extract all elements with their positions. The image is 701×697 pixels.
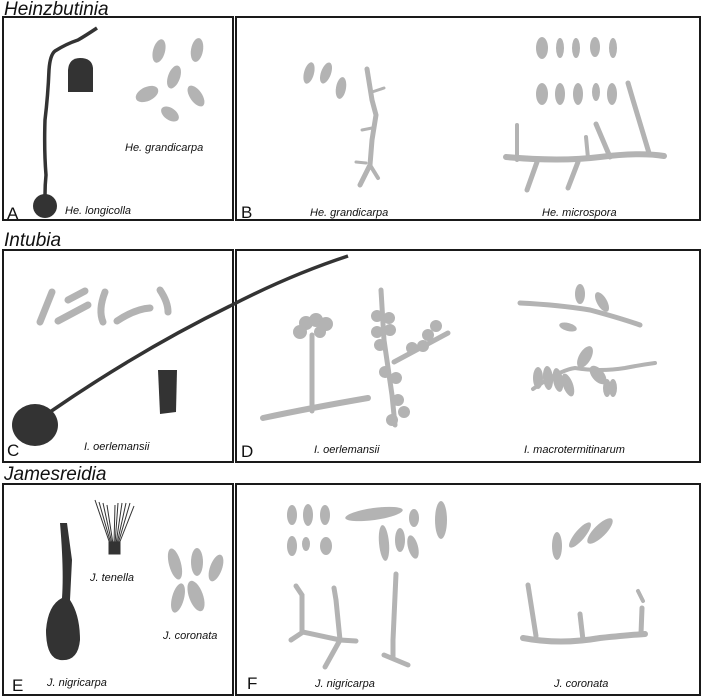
species-label-i-oerlemansii-d: I. oerlemansii (314, 444, 380, 456)
conidial-clusters-i-oerlemansii-icon (293, 310, 442, 426)
ascoma-i-oerlemansii-icon (12, 254, 349, 446)
ascoma-neck-tip-icon (68, 58, 93, 92)
genus-heading-heinzbutinia: Heinzbutinia (4, 0, 109, 20)
species-label-j-nigricarpa-e: J. nigricarpa (47, 677, 107, 689)
species-label-he-grandicarpa-a: He. grandicarpa (125, 142, 204, 154)
panel-letter-f: F (247, 674, 258, 693)
ascospores-he-grandicarpa-icon (135, 38, 205, 122)
conidiophore-j-coronata-icon (520, 582, 648, 645)
panel-letter-b: B (241, 203, 253, 222)
panel-letter-d: D (241, 442, 254, 461)
ascoma-j-tenella-icon (94, 499, 135, 555)
conidia-i-macrotermitinarum-icon (533, 284, 617, 397)
species-label-i-macrotermitinarum: I. macrotermitinarum (524, 444, 625, 456)
panel-letter-e: E (12, 676, 24, 695)
panel-letter-c: C (7, 441, 20, 460)
species-label-j-tenella: J. tenella (90, 572, 135, 584)
conidiophores-j-nigricarpa-icon (288, 571, 411, 670)
panel-letter-a: A (7, 204, 19, 223)
conidiophore-i-oerlemansii-icon (260, 287, 451, 428)
species-label-j-nigricarpa-f: J. nigricarpa (315, 678, 375, 690)
conidia-j-nigricarpa-icon (287, 501, 447, 561)
conidia-he-microspora-icon (536, 37, 617, 105)
ascoma-he-longicolla-icon (33, 26, 98, 218)
ascospores-i-oerlemansii-icon (36, 286, 172, 326)
conidia-he-grandicarpa-icon (303, 62, 347, 99)
ascoma-j-nigricarpa-icon (46, 523, 80, 661)
conidiophore-he-grandicarpa-icon (354, 66, 386, 188)
species-label-he-microspora: He. microspora (542, 207, 617, 219)
genus-heading-intubia: Intubia (4, 230, 62, 251)
species-label-j-coronata-f: J. coronata (554, 678, 609, 690)
conidia-j-coronata-icon (552, 518, 613, 560)
species-label-j-coronata-e: J. coronata (163, 630, 218, 642)
species-label-he-grandicarpa-b: He. grandicarpa (310, 207, 389, 219)
ascospores-j-coronata-icon (167, 548, 224, 613)
species-label-he-longicolla: He. longicolla (65, 205, 132, 217)
species-label-i-oerlemansii-c: I. oerlemansii (84, 441, 150, 453)
genus-heading-jamesreidia: Jamesreidia (4, 464, 107, 485)
conidiophore-he-microspora-icon (503, 80, 667, 193)
panel-b (235, 16, 701, 221)
ascoma-neck-i-oerlemansii-icon (158, 370, 177, 414)
